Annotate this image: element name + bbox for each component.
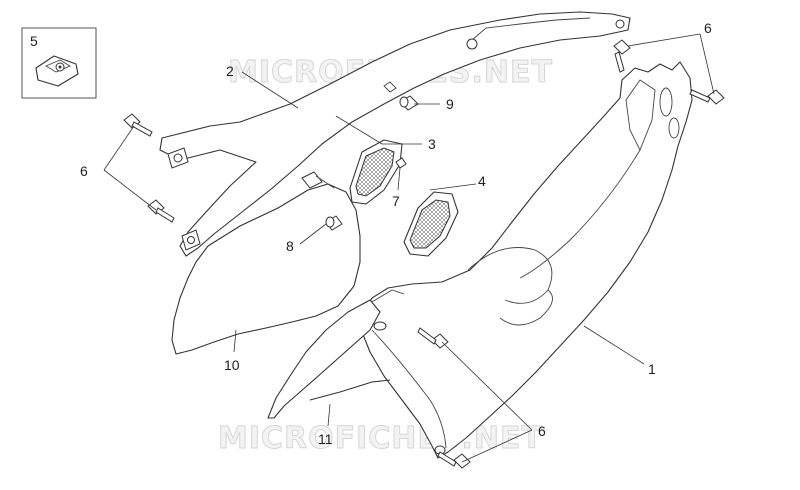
callout-3: 3 xyxy=(428,136,436,152)
callout-7: 7 xyxy=(392,193,400,209)
callout-6-left: 6 xyxy=(80,163,88,179)
callout-4: 4 xyxy=(478,173,486,189)
grommet-8 xyxy=(325,215,343,231)
screw-left-upper xyxy=(123,113,153,137)
mesh-vent-lower xyxy=(403,191,459,257)
watermark-bottom: MICROFICHES.NET xyxy=(218,421,543,456)
callout-5: 5 xyxy=(30,33,38,49)
inset-box xyxy=(21,27,97,99)
callout-1: 1 xyxy=(648,361,656,377)
clip-nut-icon xyxy=(35,55,79,87)
side-panel-lower xyxy=(267,299,381,419)
side-panel-left xyxy=(171,183,361,355)
side-fairing-main xyxy=(361,61,693,459)
mesh-vent-upper xyxy=(349,139,403,205)
screw-right-top xyxy=(613,39,631,73)
clip-nut-inset xyxy=(21,27,97,99)
screw-bottom-lower xyxy=(437,451,471,469)
callout-11: 11 xyxy=(318,431,333,447)
callout-10: 10 xyxy=(224,357,240,373)
leader-lines xyxy=(103,33,715,463)
nut-7 xyxy=(395,157,407,169)
screw-left-lower xyxy=(147,199,175,223)
grommet-9 xyxy=(399,95,419,111)
screw-right-side xyxy=(689,89,725,105)
callout-6-bottom: 6 xyxy=(538,423,546,439)
callout-8: 8 xyxy=(286,238,294,254)
callout-6-right: 6 xyxy=(704,20,712,36)
callout-9: 9 xyxy=(446,96,454,112)
callout-2: 2 xyxy=(226,63,234,79)
